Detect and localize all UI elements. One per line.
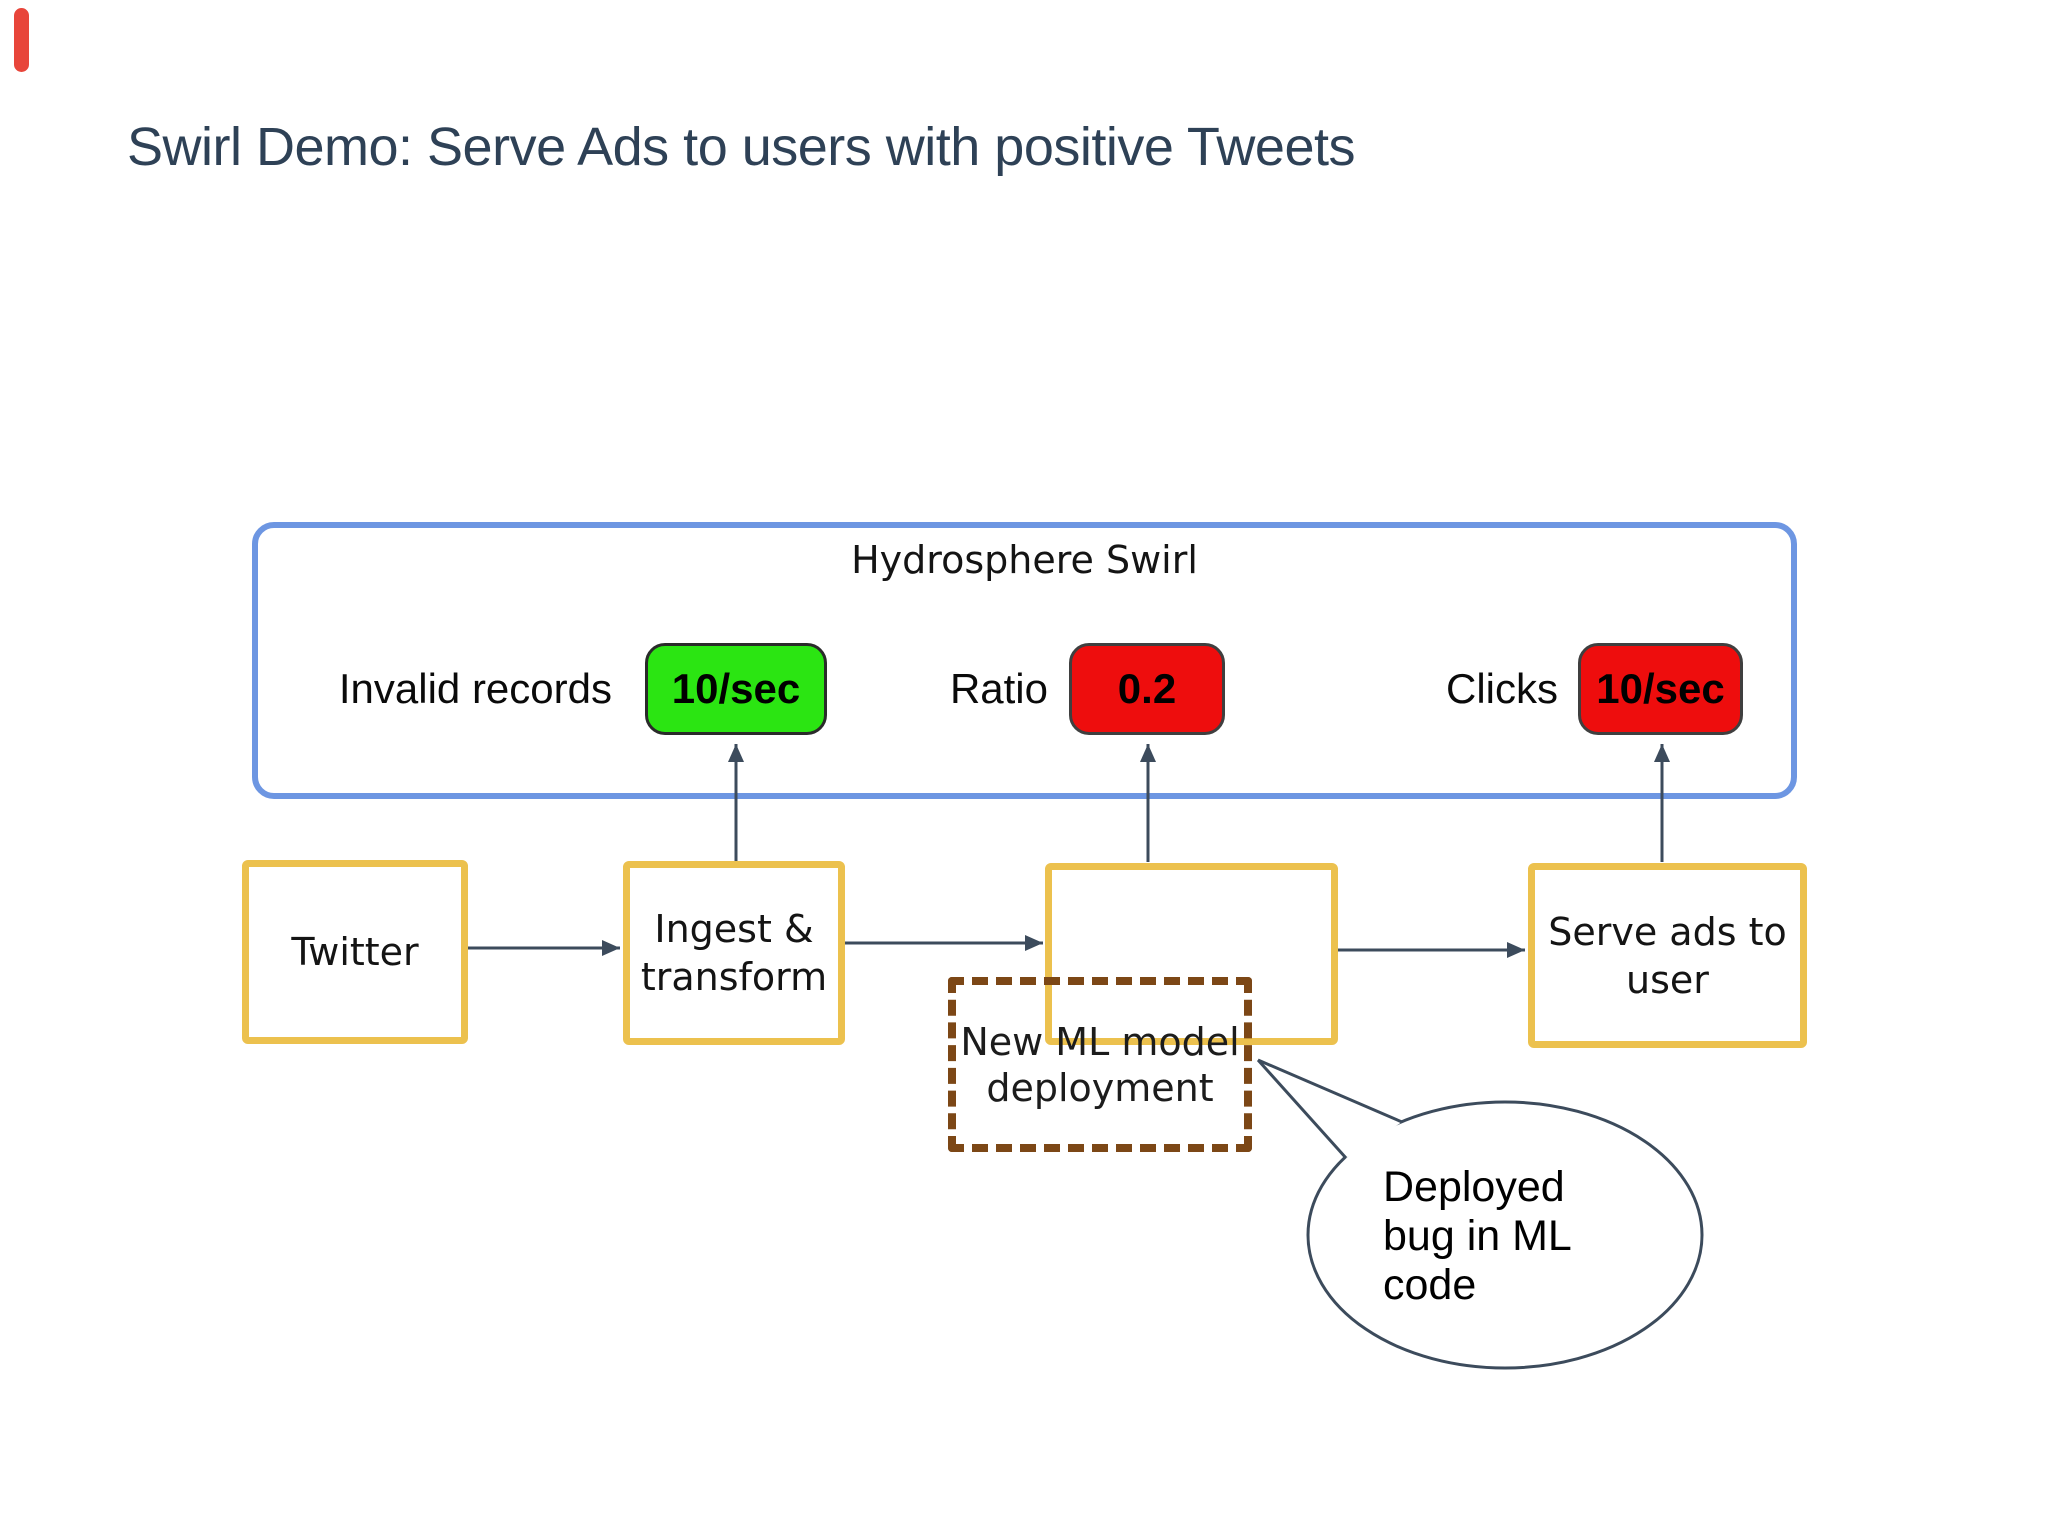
metric-label-ratio: Ratio [949,665,1048,712]
callout-bubble-tail-edge-upper [1257,1058,1403,1124]
new-ml-model-deployment-box: New ML model deployment [948,977,1252,1152]
callout-bubble-tail-edge-lower [1256,1058,1348,1160]
node-label-line: Serve ads to [1548,909,1787,954]
callout-text-line: code [1383,1261,1477,1309]
node-label-line: transform [640,955,828,999]
metric-badge-clicks: 10/sec [1578,643,1743,735]
red-corner-marker [14,8,29,72]
callout-bubble-ellipse [1306,1100,1704,1370]
node-label-line: Ingest & [654,907,814,951]
pipeline-node-serve-ads: Serve ads to user [1528,863,1807,1048]
callout-text: Deployed bug in ML code [1383,1163,1572,1310]
deployment-label-line: deployment [986,1065,1214,1110]
callout-text-line: bug in ML [1383,1212,1572,1260]
callout-text-line: Deployed [1383,1163,1565,1211]
slide-title: Swirl Demo: Serve Ads to users with posi… [127,117,1356,177]
pipeline-node-ingest-transform: Ingest & transform [623,861,845,1045]
metric-label-clicks: Clicks [1446,665,1558,712]
deployment-label-line: New ML model [960,1019,1240,1064]
metric-label-invalid-records: Invalid records [338,665,612,712]
pipeline-node-twitter: Twitter [242,860,468,1044]
node-label-line: user [1626,957,1709,1002]
pipeline-node-model-unlabeled [1045,863,1338,1045]
node-label-line: Twitter [291,930,419,974]
metric-badge-invalid-records: 10/sec [645,643,827,735]
metric-badge-ratio: 0.2 [1069,643,1225,735]
callout-bubble-tail-fill [1258,1060,1402,1158]
panel-title: Hydrosphere Swirl [851,538,1198,582]
hydrosphere-swirl-panel [252,522,1797,799]
